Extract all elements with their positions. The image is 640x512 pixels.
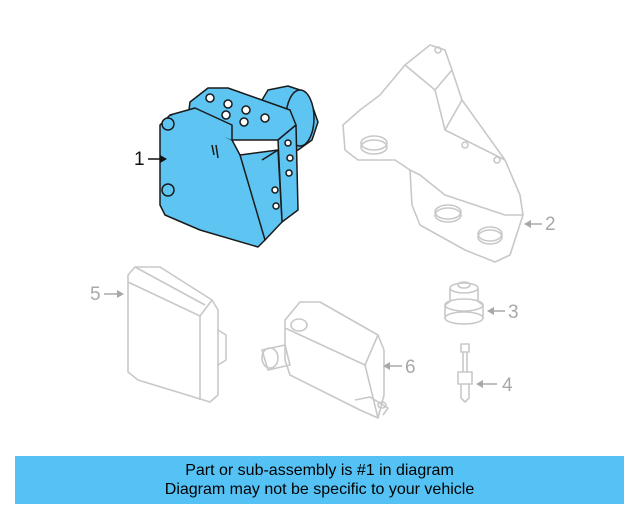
callout-2-label: 2	[545, 214, 556, 235]
part-5-module[interactable]	[127, 266, 227, 403]
callout-3-label: 3	[508, 302, 519, 323]
callout-2[interactable]: 2	[524, 214, 556, 235]
callout-4-label: 4	[502, 375, 513, 396]
callout-5[interactable]: 5	[90, 284, 124, 305]
callout-4[interactable]: 4	[476, 375, 513, 396]
callout-6[interactable]: 6	[383, 357, 416, 378]
callout-1[interactable]: 1	[134, 149, 167, 170]
callout-3[interactable]: 3	[487, 302, 519, 323]
info-banner: Part or sub-assembly is #1 in diagram Di…	[15, 456, 624, 504]
part-4-bolt[interactable]	[457, 343, 473, 403]
callout-5-label: 5	[90, 284, 101, 305]
part-2-bracket[interactable]	[342, 44, 524, 263]
part-1-abs-unit[interactable]	[159, 85, 319, 248]
callout-1-label: 1	[134, 149, 145, 170]
part-6-sensor[interactable]	[261, 301, 389, 419]
banner-line-1: Part or sub-assembly is #1 in diagram	[185, 462, 454, 479]
part-3-bushing[interactable]	[444, 281, 484, 325]
banner-line-2: Diagram may not be specific to your vehi…	[164, 481, 475, 498]
callout-6-label: 6	[405, 357, 416, 378]
